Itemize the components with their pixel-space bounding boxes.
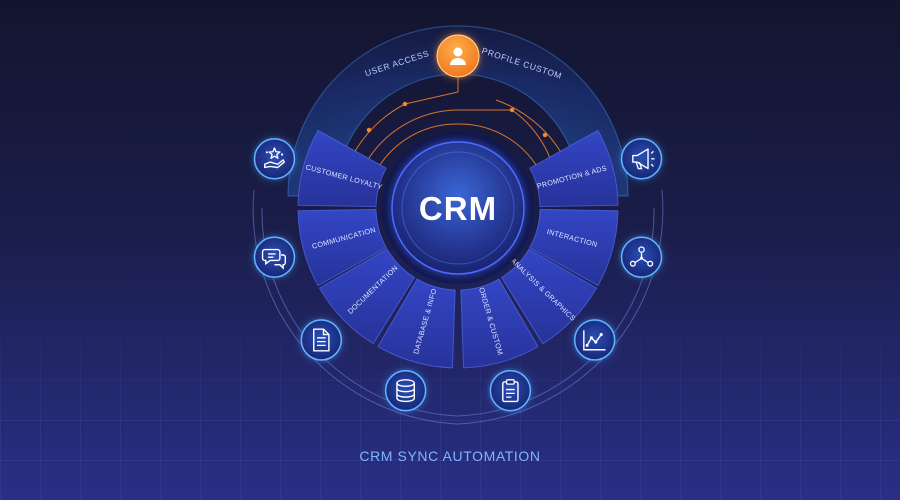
crm-core: CRM — [382, 132, 534, 284]
segment-communication[interactable]: COMMUNICATION — [251, 208, 387, 287]
icon-disc — [573, 319, 616, 361]
crm-title: CRM — [419, 190, 497, 227]
segment-panel — [529, 129, 619, 208]
segment-customer-loyalty[interactable]: CUSTOMER LOYALTY — [251, 129, 387, 208]
segment-panel — [377, 278, 456, 369]
segment-documentation[interactable]: DOCUMENTATION — [298, 248, 416, 363]
icon-disc — [253, 236, 296, 278]
top-user-node — [434, 32, 482, 80]
icon-disc — [620, 138, 663, 180]
segment-order-custom[interactable]: ORDER & CUSTOM — [460, 278, 539, 414]
segment-panel — [500, 248, 598, 345]
segment-promotion-ads[interactable]: PROMOTION & ADS — [529, 129, 665, 208]
footer-title: CRM SYNC AUTOMATION — [359, 448, 541, 464]
segment-database-info[interactable]: DATABASE & INFO — [377, 278, 456, 414]
icon-disc — [253, 138, 296, 180]
icon-disc — [489, 369, 532, 412]
segment-panel — [297, 208, 387, 287]
icon-disc — [384, 369, 427, 412]
segment-interaction[interactable]: INTERACTION — [529, 208, 665, 287]
segments-ring: CUSTOMER LOYALTYCOMMUNICATIONDOCUMENTATI… — [251, 129, 665, 414]
segment-panel — [460, 278, 539, 369]
icon-disc — [300, 319, 343, 361]
segment-panel — [318, 248, 416, 345]
segment-panel — [529, 208, 619, 287]
segment-panel — [297, 129, 387, 208]
